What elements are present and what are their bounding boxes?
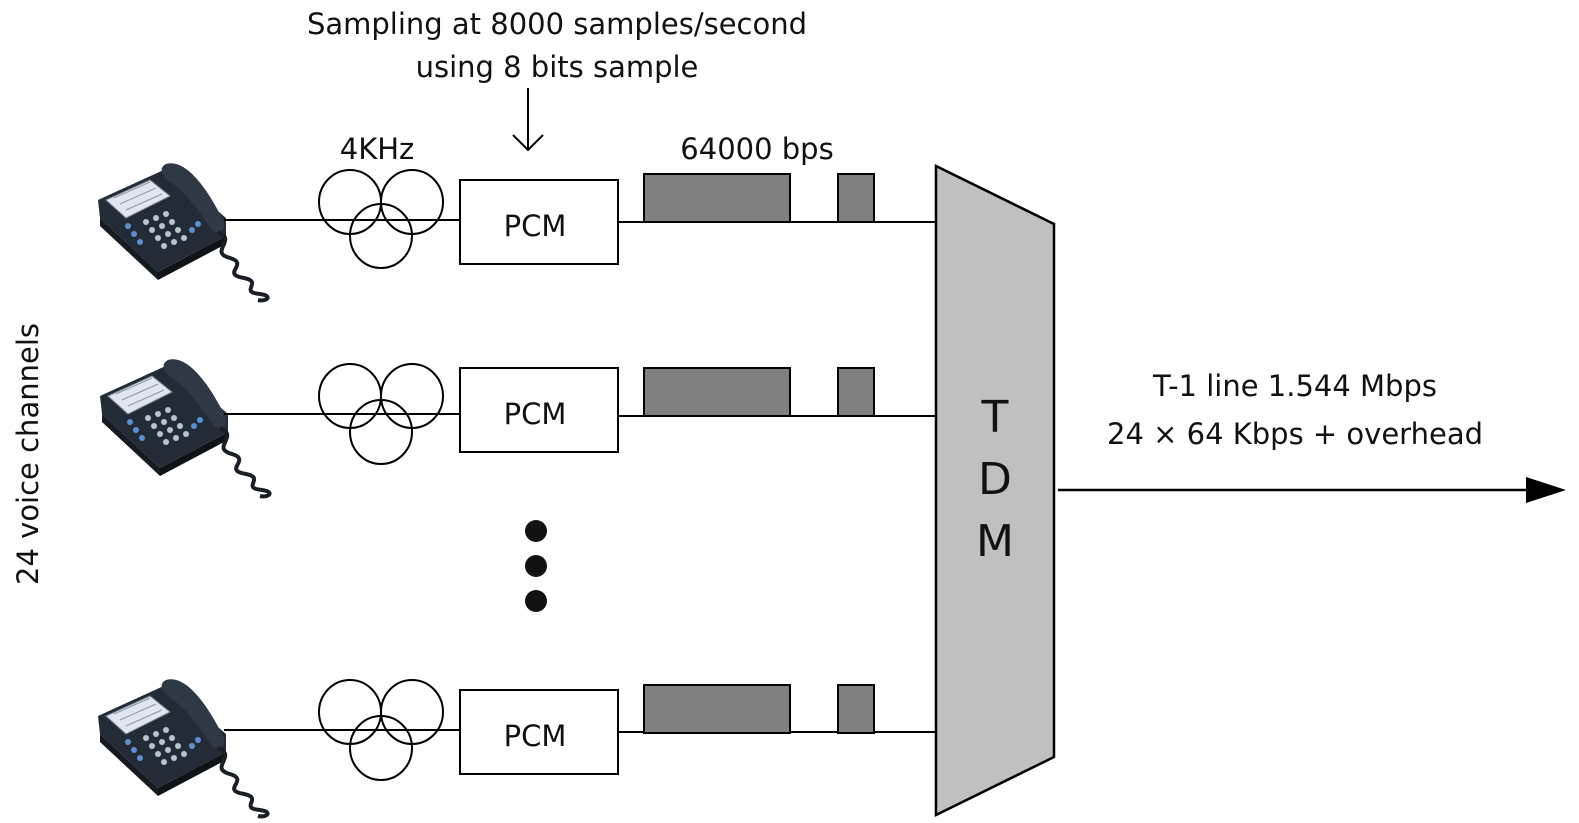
output-label-line1: T-1 line 1.544 Mbps: [1152, 369, 1437, 403]
telephone-icon: [98, 163, 268, 300]
bit-block-large: [644, 174, 790, 222]
channel-2: PCM: [100, 359, 936, 496]
sampling-note-line1: Sampling at 8000 samples/second: [307, 7, 807, 41]
arrow-right-icon: [1058, 477, 1566, 503]
telephone-icon: [100, 359, 270, 496]
tdm-letter-t: T: [981, 392, 1009, 443]
tdm-letter-d: D: [978, 454, 1012, 505]
channel-24: PCM: [98, 679, 936, 816]
rate-label: 64000 bps: [680, 132, 833, 166]
pcm-label: PCM: [504, 209, 567, 243]
sampling-note-line2: using 8 bits sample: [416, 50, 699, 84]
vertical-ellipsis-icon: [525, 520, 547, 612]
bit-block-large: [644, 685, 790, 733]
pcm-label: PCM: [504, 397, 567, 431]
frequency-label: 4KHz: [340, 132, 415, 166]
pcm-label: PCM: [504, 719, 567, 753]
bit-block-small: [838, 685, 874, 733]
bit-block-small: [838, 174, 874, 222]
output-label-line2: 24 × 64 Kbps + overhead: [1107, 417, 1483, 451]
tdm-letter-m: M: [976, 516, 1014, 567]
sampling-arrow-icon: [513, 88, 543, 150]
telephone-icon: [98, 679, 268, 816]
side-label: 24 voice channels: [11, 323, 45, 585]
bit-block-small: [838, 368, 874, 416]
channel-1: PCM: [98, 163, 936, 300]
bit-block-large: [644, 368, 790, 416]
